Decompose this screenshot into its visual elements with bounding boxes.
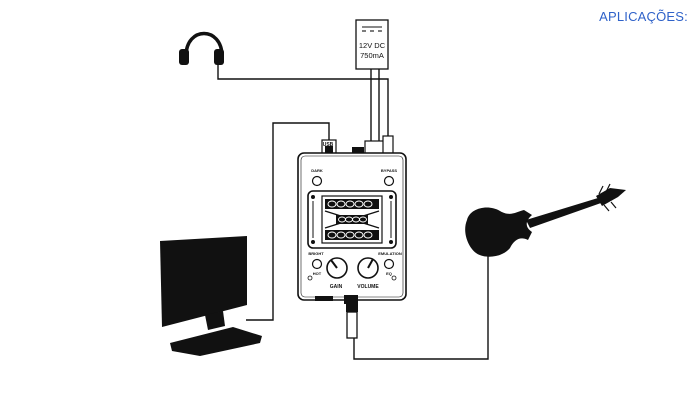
- dark-switch[interactable]: [311, 175, 323, 187]
- volume-label: VOLUME: [357, 284, 379, 290]
- bright-switch[interactable]: [311, 258, 323, 270]
- power-voltage-label: 12V DC: [359, 41, 386, 50]
- usb-cable: [246, 122, 330, 321]
- power-adapter-icon: 12V DC 750mA: [355, 19, 389, 70]
- guitar-plug: [346, 303, 358, 339]
- guitar-cable: [353, 254, 489, 360]
- dark-label: DARK: [311, 168, 323, 173]
- hot-label: HOT: [313, 271, 322, 276]
- headphones-icon: [179, 31, 224, 65]
- cables: [217, 64, 489, 360]
- hot-led: [307, 275, 313, 281]
- bypass-switch[interactable]: [383, 175, 395, 187]
- top-connectors: [321, 135, 394, 156]
- page-title: APLICAÇÕES:: [599, 9, 688, 24]
- headphone-cable: [217, 64, 389, 143]
- power-current-label: 750mA: [360, 51, 384, 60]
- emulation-label: EMULATION: [378, 251, 402, 256]
- gain-label: GAIN: [330, 284, 343, 290]
- electric-guitar-icon: [465, 183, 626, 257]
- headphone-plug: [382, 135, 394, 156]
- usb-label: USB: [323, 142, 334, 148]
- emulation-switch[interactable]: [383, 258, 395, 270]
- eq-led: [391, 275, 397, 281]
- amp-device: USB DARK BYPASS BRIGHT EMULATION HOT EQ: [297, 142, 407, 304]
- eq-label: EQ: [386, 271, 392, 276]
- bright-label: BRIGHT: [308, 251, 324, 256]
- bypass-label: BYPASS: [381, 168, 397, 173]
- monitor-icon: [160, 236, 262, 356]
